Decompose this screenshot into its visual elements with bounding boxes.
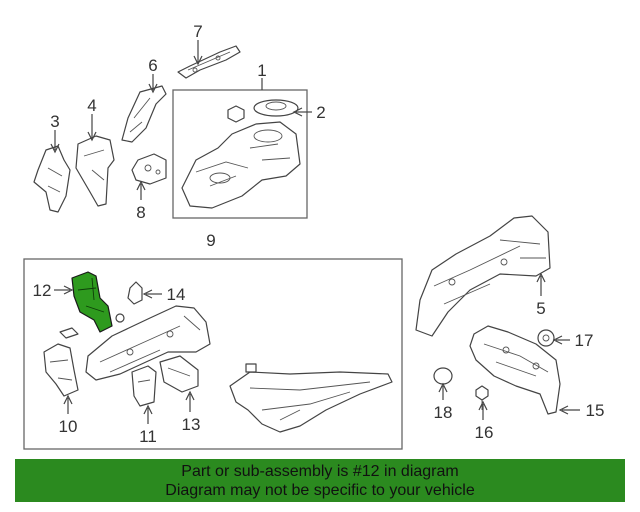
assembly-9-frame (23, 258, 403, 450)
banner-line-2: Diagram may not be specific to your vehi… (165, 482, 475, 499)
part-13-bracket[interactable] (159, 355, 199, 393)
callout-3: 3 (50, 112, 59, 131)
part-14-bracket[interactable] (127, 281, 143, 305)
callout-12: 12 (33, 281, 52, 300)
callout-18: 18 (434, 403, 453, 422)
banner-line-1: Part or sub-assembly is #12 in diagram (181, 463, 459, 480)
part-front-rail[interactable] (85, 305, 211, 381)
part-18-plug[interactable] (433, 367, 453, 385)
callout-6: 6 (148, 56, 157, 75)
part-6-bracket[interactable] (121, 85, 167, 143)
callout-10: 10 (59, 417, 78, 436)
callout-14: 14 (167, 285, 186, 304)
part-lower-rail[interactable] (229, 363, 393, 433)
callout-1: 1 (257, 61, 266, 80)
part-1-strut-tower-assembly[interactable] (181, 99, 301, 209)
callout-2: 2 (316, 103, 325, 122)
part-15-rail[interactable] (469, 325, 561, 415)
callout-13: 13 (182, 415, 201, 434)
callout-17: 17 (575, 331, 594, 350)
part-5-apron[interactable] (415, 215, 551, 337)
part-7-rail[interactable] (177, 45, 241, 79)
callout-8: 8 (136, 203, 145, 222)
callout-11: 11 (139, 427, 157, 446)
part-10-bracket[interactable] (43, 343, 79, 397)
part-11-bracket[interactable] (131, 365, 157, 407)
callout-7: 7 (193, 22, 202, 41)
part-12-highlighted[interactable] (71, 271, 113, 333)
part-nut (115, 313, 125, 323)
callout-16: 16 (475, 423, 494, 442)
info-banner: Part or sub-assembly is #12 in diagram D… (15, 459, 625, 502)
part-16-bolt[interactable] (475, 385, 489, 410)
part-4-panel[interactable] (75, 135, 115, 207)
callout-5: 5 (536, 299, 545, 318)
parts-diagram: 1 2 3 4 5 6 7 8 9 10 11 12 13 14 15 16 1… (23, 22, 605, 450)
part-clip (59, 327, 79, 339)
part-3-panel[interactable] (33, 145, 71, 213)
callout-4: 4 (87, 96, 96, 115)
part-8-bracket[interactable] (131, 153, 167, 185)
callout-9: 9 (206, 231, 215, 250)
callout-15: 15 (586, 401, 605, 420)
part-17-grommet[interactable] (537, 329, 555, 347)
assembly-1-frame (172, 89, 308, 219)
